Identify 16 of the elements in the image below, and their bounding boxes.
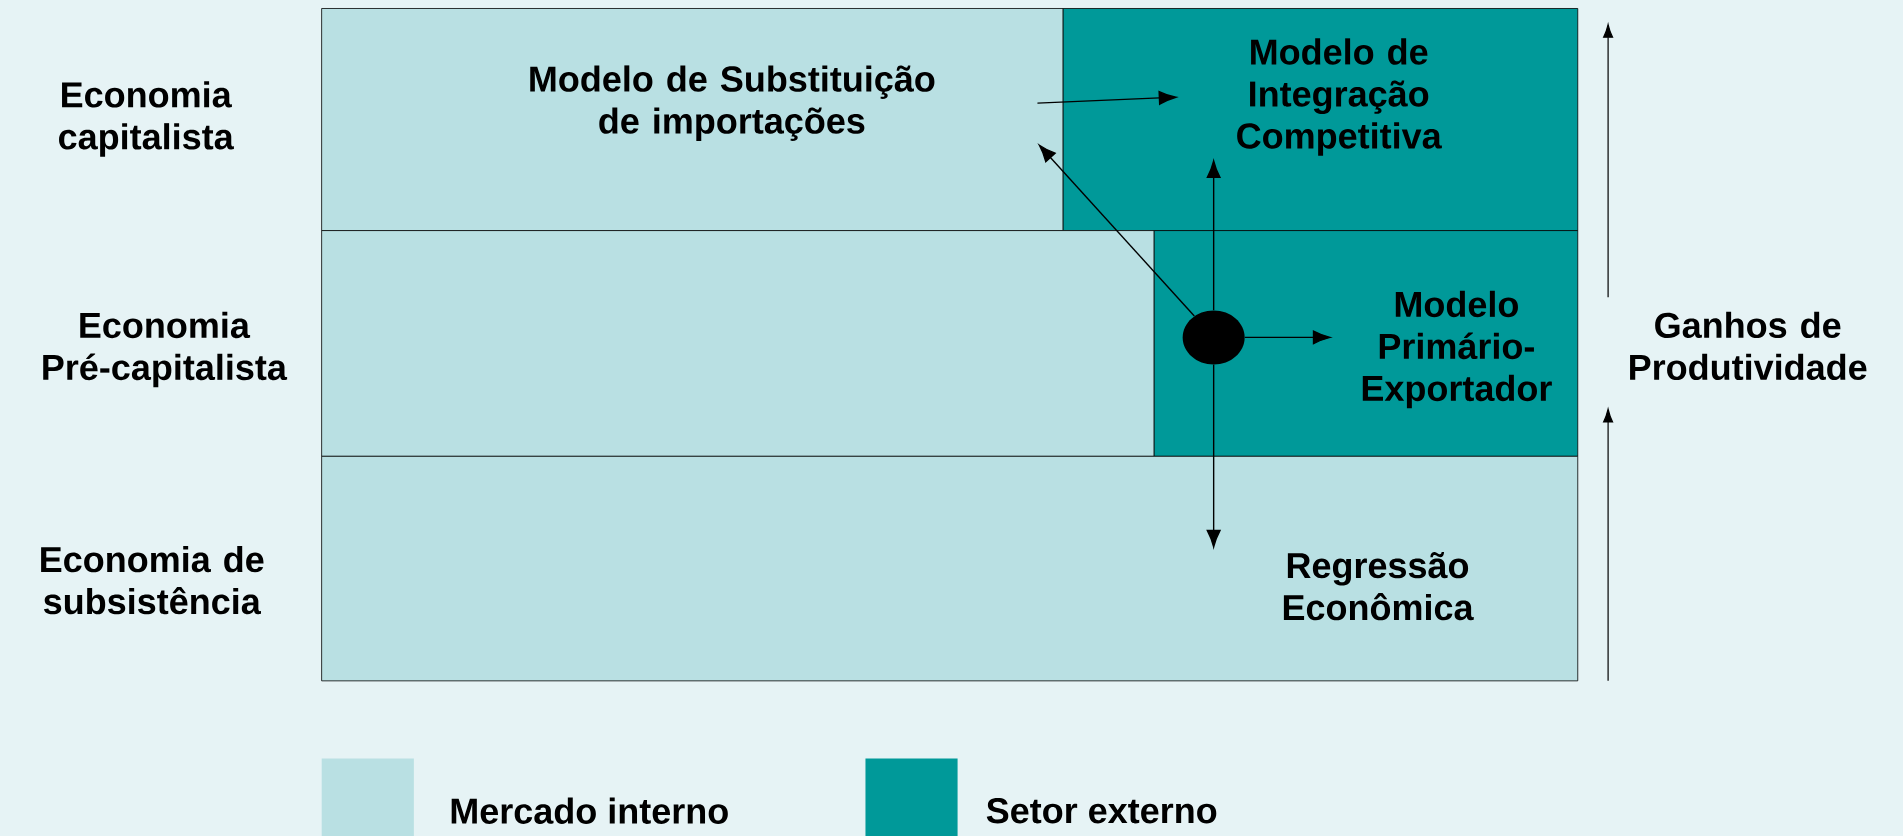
- model-name: Regressão Econômica: [1283, 551, 1474, 621]
- row-label: Economia Pré-capitalista: [43, 311, 288, 388]
- legend-label: Mercado interno: [451, 797, 728, 824]
- arrow: [1244, 330, 1331, 345]
- dot: [1182, 310, 1245, 365]
- axis-label: Ganhos de Produtividade: [1630, 311, 1867, 380]
- model-name: Modelo Primário-Exportador: [1362, 290, 1552, 409]
- legend-label: Setor externo: [986, 797, 1217, 824]
- arrow: [1038, 144, 1195, 317]
- arrow: [1206, 363, 1221, 548]
- row-label: Economia de subsistência: [41, 545, 264, 615]
- model-name: Modelo de Substituição de importações: [530, 65, 935, 141]
- row-label: Economia capitalista: [59, 81, 234, 157]
- arrow: [1036, 90, 1177, 105]
- arrow: [1206, 160, 1221, 311]
- model-name: Modelo de Integração Competitiva: [1237, 38, 1442, 156]
